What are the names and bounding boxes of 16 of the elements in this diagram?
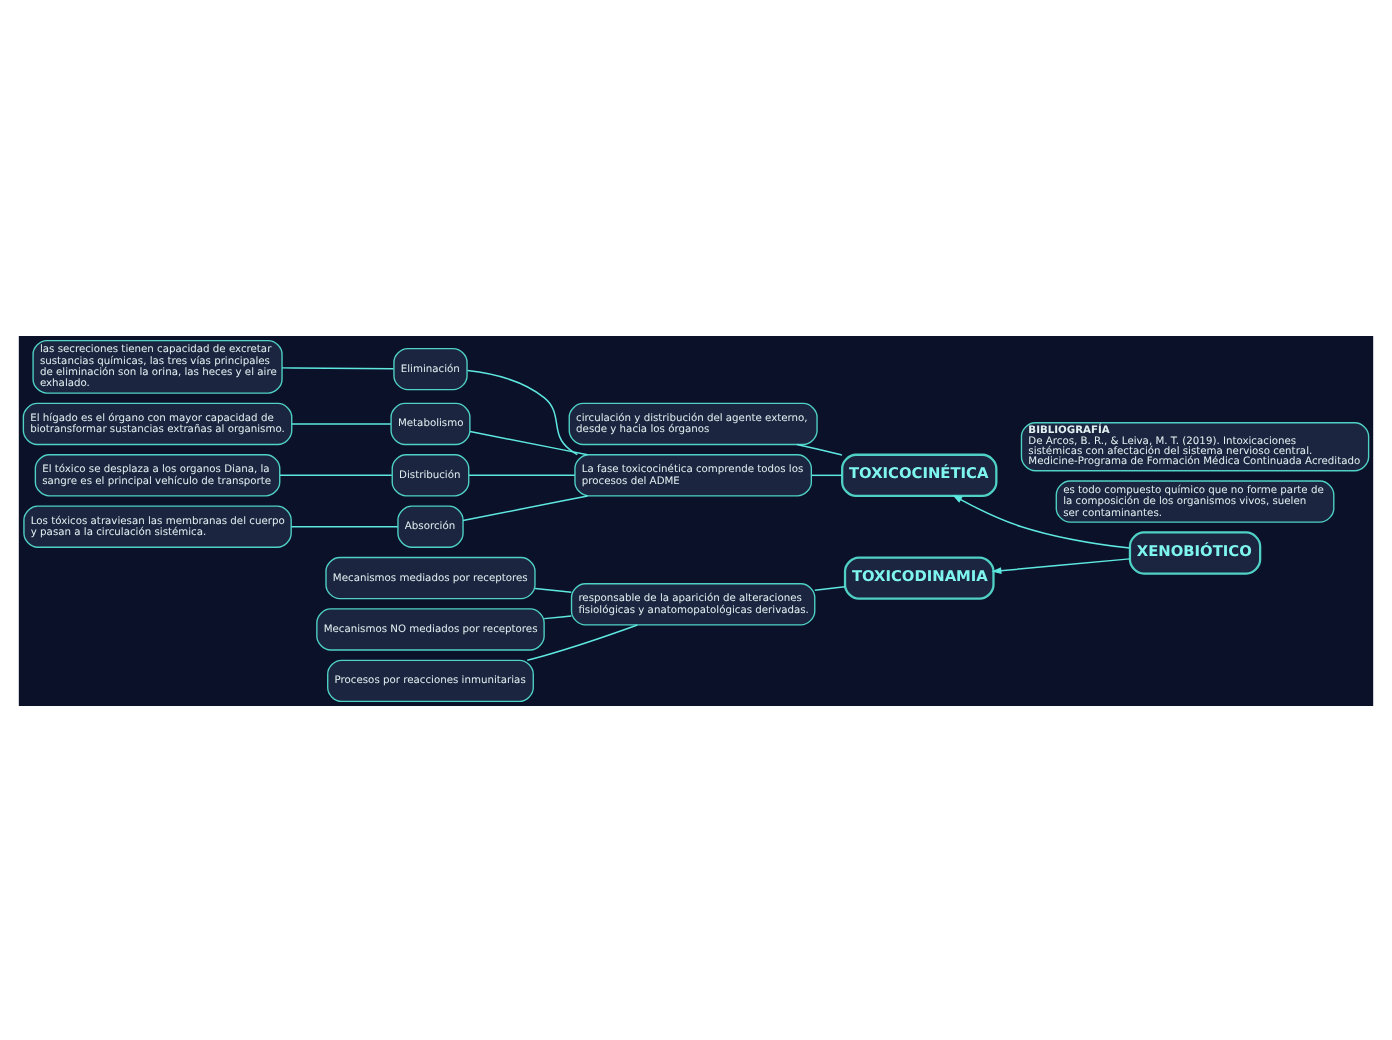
arrow [991, 557, 1131, 574]
connector [462, 494, 589, 521]
connector [281, 366, 395, 369]
connector [290, 524, 399, 527]
connector [543, 614, 573, 619]
connector [534, 586, 573, 592]
connector [810, 473, 843, 476]
connector [796, 442, 843, 455]
connector [469, 429, 589, 455]
connector [526, 623, 639, 661]
connector [279, 473, 393, 476]
connector [466, 368, 579, 455]
connector [291, 422, 392, 424]
connector [814, 584, 846, 590]
arrow [952, 493, 1131, 548]
connector [468, 473, 576, 476]
